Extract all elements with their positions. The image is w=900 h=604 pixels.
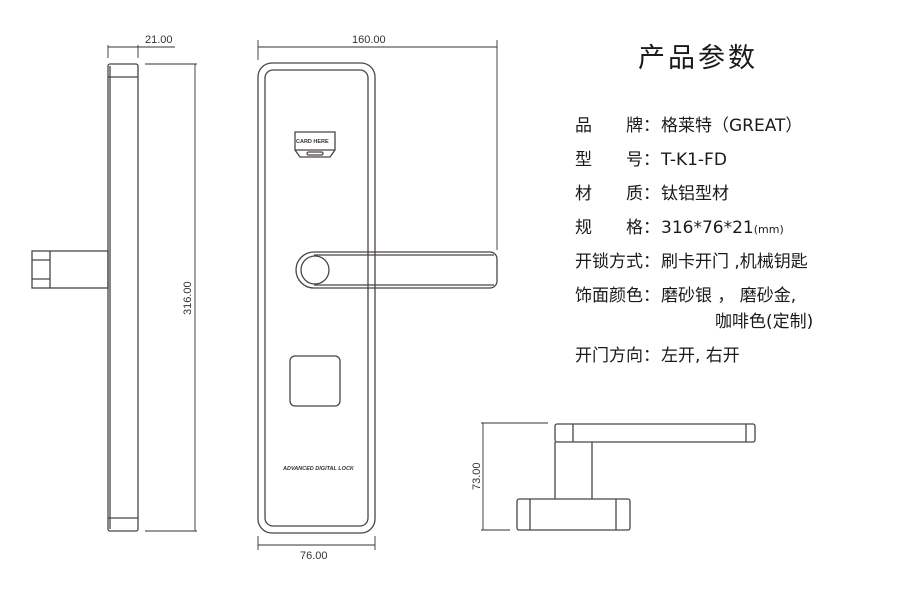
spec-door-direction: 开门方向：左开, 右开 [575,341,740,366]
dim-height: 316.00 [182,281,194,315]
spec-value: 刷卡开门 ,机械钥匙 [661,252,808,272]
spec-size: 规 格：316*76*21(mm) [575,213,784,238]
dim-plate-width: 76.00 [300,550,328,562]
spec-finish-line2: 咖啡色(定制) [715,312,814,332]
spec-title: 产品参数 [638,43,758,74]
front-view [257,40,498,550]
spec-value: T-K1-FD [661,150,727,170]
spec-label: 饰面颜色： [575,286,660,306]
brand-label: ADVANCED DIGITAL LOCK [282,466,355,472]
spec-unit: (mm) [753,223,784,236]
dim-overall-width: 160.00 [352,34,386,46]
spec-label: 材 质： [575,184,660,204]
spec-value: 磨砂银 ， 磨砂金, [661,286,797,306]
spec-material: 材 质：钛铝型材 [575,179,729,204]
spec-label: 型 号： [575,150,660,170]
spec-unlock-method: 开锁方式：刷卡开门 ,机械钥匙 [575,247,808,272]
spec-label: 规 格： [575,218,660,238]
dim-side-width: 21.00 [145,34,173,46]
spec-brand: 品 牌：格莱特（GREAT） [575,111,802,136]
spec-label: 开门方向： [575,346,660,366]
spec-finish: 饰面颜色：磨砂银 ， 磨砂金, [575,281,796,306]
spec-model: 型 号：T-K1-FD [575,145,727,170]
lever-side-view [481,422,756,531]
card-here-label: CARD HERE [296,139,329,145]
spec-value: 316*76*21 [661,218,754,238]
side-view [31,45,197,532]
spec-label: 开锁方式： [575,252,660,272]
dim-lever-depth: 73.00 [471,462,483,490]
spec-value: 格莱特（GREAT） [661,116,803,136]
spec-label: 品 牌： [575,116,660,136]
spec-value: 钛铝型材 [661,184,729,204]
spec-value: 左开, 右开 [661,346,740,366]
